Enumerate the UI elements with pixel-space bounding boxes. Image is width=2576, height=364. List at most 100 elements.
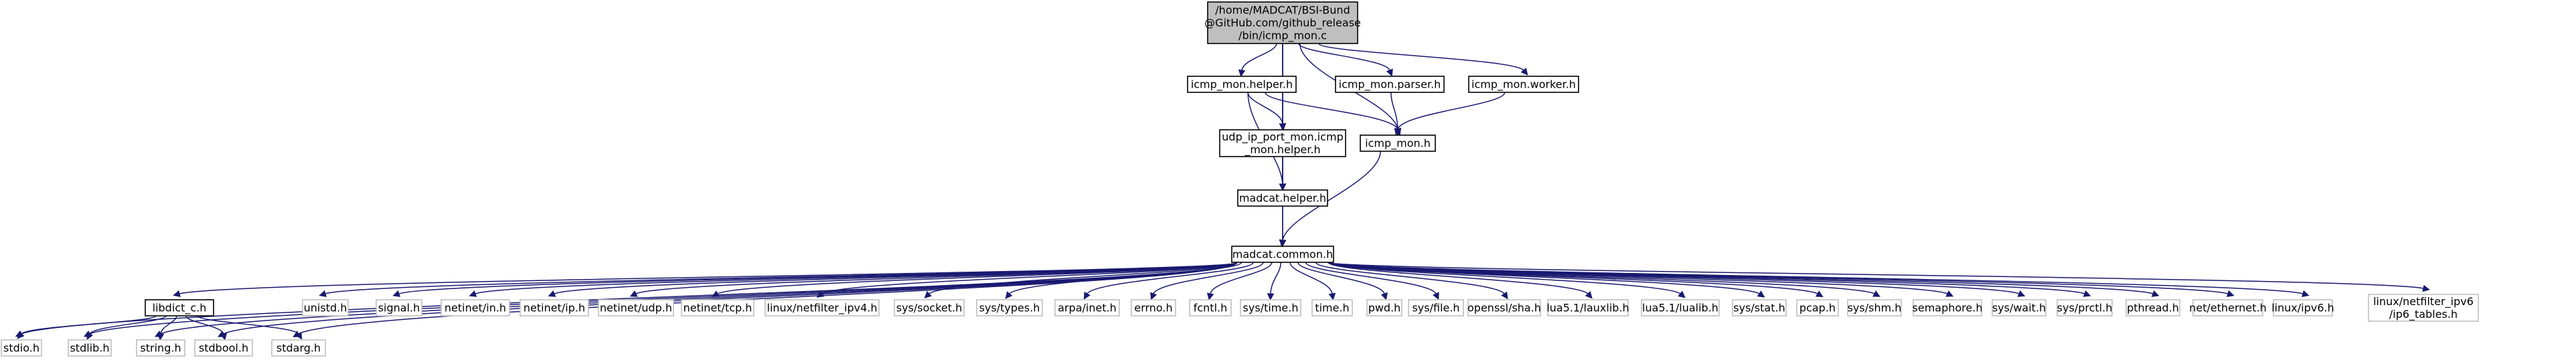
node-udp-ip-port-mon-icmp-mon-helper-h[interactable]: udp_ip_port_mon.icmp_mon.helper.h [1219,129,1346,157]
node-label: _mon.helper.h [1244,143,1320,157]
edge-common-to-pwd [1297,262,1388,300]
node-linux-netfilter-ipv4-h: linux/netfilter_ipv4.h [764,299,880,316]
node-box [1240,299,1301,316]
node-libdict-c-h[interactable]: libdict_c.h [145,299,214,316]
node-box [1641,299,1720,316]
node-label: lua5.1/lauxlib.h [1546,302,1629,314]
node-box [681,299,754,316]
node-stdarg-h: stdarg.h [271,339,326,357]
edge-root-to-worker [1318,43,1528,76]
node-label: @GitHub.com/github_release [1204,17,1361,30]
node-label: signal.h [378,302,420,314]
node-label: linux/netfilter_ipv6 [2373,295,2474,308]
node-box [1468,76,1579,93]
node-label: madcat.common.h [1232,248,1333,261]
edge-common-to-systime [1267,262,1282,301]
node-label: pthread.h [2127,302,2179,314]
node-box [1408,299,1464,316]
node-semaphore-h: semaphore.h [1913,299,1982,316]
node-label: stdbool.h [199,342,248,355]
edge-root-to-helper [1238,43,1277,78]
node-label: netinet/tcp.h [683,302,752,314]
node-label: linux/netfilter_ipv4.h [767,302,878,315]
node-label: sys/stat.h [1733,302,1785,314]
node-box [2057,299,2113,316]
node-sys-time-h: sys/time.h [1240,299,1301,316]
node-box [1187,76,1297,93]
node-box [1219,129,1346,157]
node-label: pcap.h [1799,302,1836,314]
node-madcat-common-h[interactable]: madcat.common.h [1231,246,1334,263]
node-label: time.h [1315,302,1349,314]
node-box [1,339,42,357]
node-box [1335,76,1445,93]
node-label: netinet/ip.h [524,302,585,314]
node-fcntl-h: fcntl.h [1189,299,1232,316]
node-stdio-h: stdio.h [1,339,42,357]
edge-libdict-to-stdlib [86,315,167,341]
node-lua5-1-lauxlib-h: lua5.1/lauxlib.h [1546,299,1629,316]
edge-root-to-parser [1298,43,1393,77]
node-label: sys/types.h [979,302,1040,314]
node-label: net/ethernet.h [2189,302,2267,314]
edges-layer [15,43,2430,341]
edge-helper-to-icmpmon [1265,92,1401,136]
node-box [764,299,880,316]
edge-udpip-to-madhelper [1279,156,1287,191]
edge-common-to-netinet_ip [548,262,1238,297]
node-label: madcat.helper.h [1239,192,1326,205]
node-sys-file-h: sys/file.h [1408,299,1464,316]
node-icmp-mon-h[interactable]: icmp_mon.h [1360,134,1436,152]
node-label: stdlib.h [70,342,109,355]
edge-worker-to-icmpmon [1394,92,1506,136]
node-box [302,299,349,316]
edge-common-to-errno [1150,262,1264,300]
node-label: icmp_mon.helper.h [1191,78,1293,92]
node-label: icmp_mon.h [1365,137,1431,151]
node-lua5-1-lualib-h: lua5.1/lualib.h [1641,299,1720,316]
node-label: icmp_mon.worker.h [1471,78,1576,92]
edge-common-to-socket [924,262,1238,298]
node-label: sys/socket.h [896,302,963,314]
edge-common-to-ip6tables [1327,262,2430,292]
node-icmp-mon-helper-h[interactable]: icmp_mon.helper.h [1187,76,1297,93]
node-unistd-h: unistd.h [302,299,349,316]
node-box [145,299,214,316]
node-box [1913,299,1982,316]
node-label: unistd.h [304,302,347,314]
node-box [1732,299,1787,316]
node-pwd-h: pwd.h [1366,299,1402,316]
node-box [440,299,510,316]
node-arpa-inet-h: arpa/inet.h [1054,299,1120,316]
node-box [194,339,253,357]
node-pcap-h: pcap.h [1796,299,1839,316]
node-box [1237,189,1328,207]
node-home-madcat-bsi-bund-github-com-github-release-bin-icmp-mon-c[interactable]: /home/MADCAT/BSI-Bund@GitHub.com/github_… [1204,1,1361,44]
node-label: linux/ipv6.h [2271,302,2334,314]
node-icmp-mon-parser-h[interactable]: icmp_mon.parser.h [1335,76,1445,93]
node-netinet-ip-h: netinet/ip.h [519,299,589,316]
edge-common-to-file [1305,262,1439,300]
node-label: errno.h [1134,302,1172,314]
node-label: udp_ip_port_mon.icmp [1222,130,1343,144]
edge-common-to-fcntl [1206,262,1273,300]
node-icmp-mon-worker-h[interactable]: icmp_mon.worker.h [1468,76,1579,93]
node-sys-wait-h: sys/wait.h [1992,299,2046,316]
node-box [1847,299,1902,316]
node-linux-netfilter-ipv6-ip6-tables-h: linux/netfilter_ipv6/ip6_tables.h [2368,294,2479,322]
node-sys-socket-h: sys/socket.h [894,299,965,316]
node-madcat-helper-h[interactable]: madcat.helper.h [1237,189,1328,207]
node-errno-h: errno.h [1131,299,1176,316]
edge-libdict-to-stdbool [185,315,228,341]
node-box [1207,1,1358,44]
edge-common-to-sha [1315,262,1508,300]
node-label: openssl/sha.h [1467,302,1541,314]
node-label: libdict_c.h [153,302,207,315]
node-box [1992,299,2046,316]
node-box [271,339,326,357]
node-box [2125,299,2180,316]
node-box [1547,299,1629,316]
edge-common-to-inet [1083,262,1254,300]
node-label: lua5.1/lualib.h [1642,302,1718,314]
